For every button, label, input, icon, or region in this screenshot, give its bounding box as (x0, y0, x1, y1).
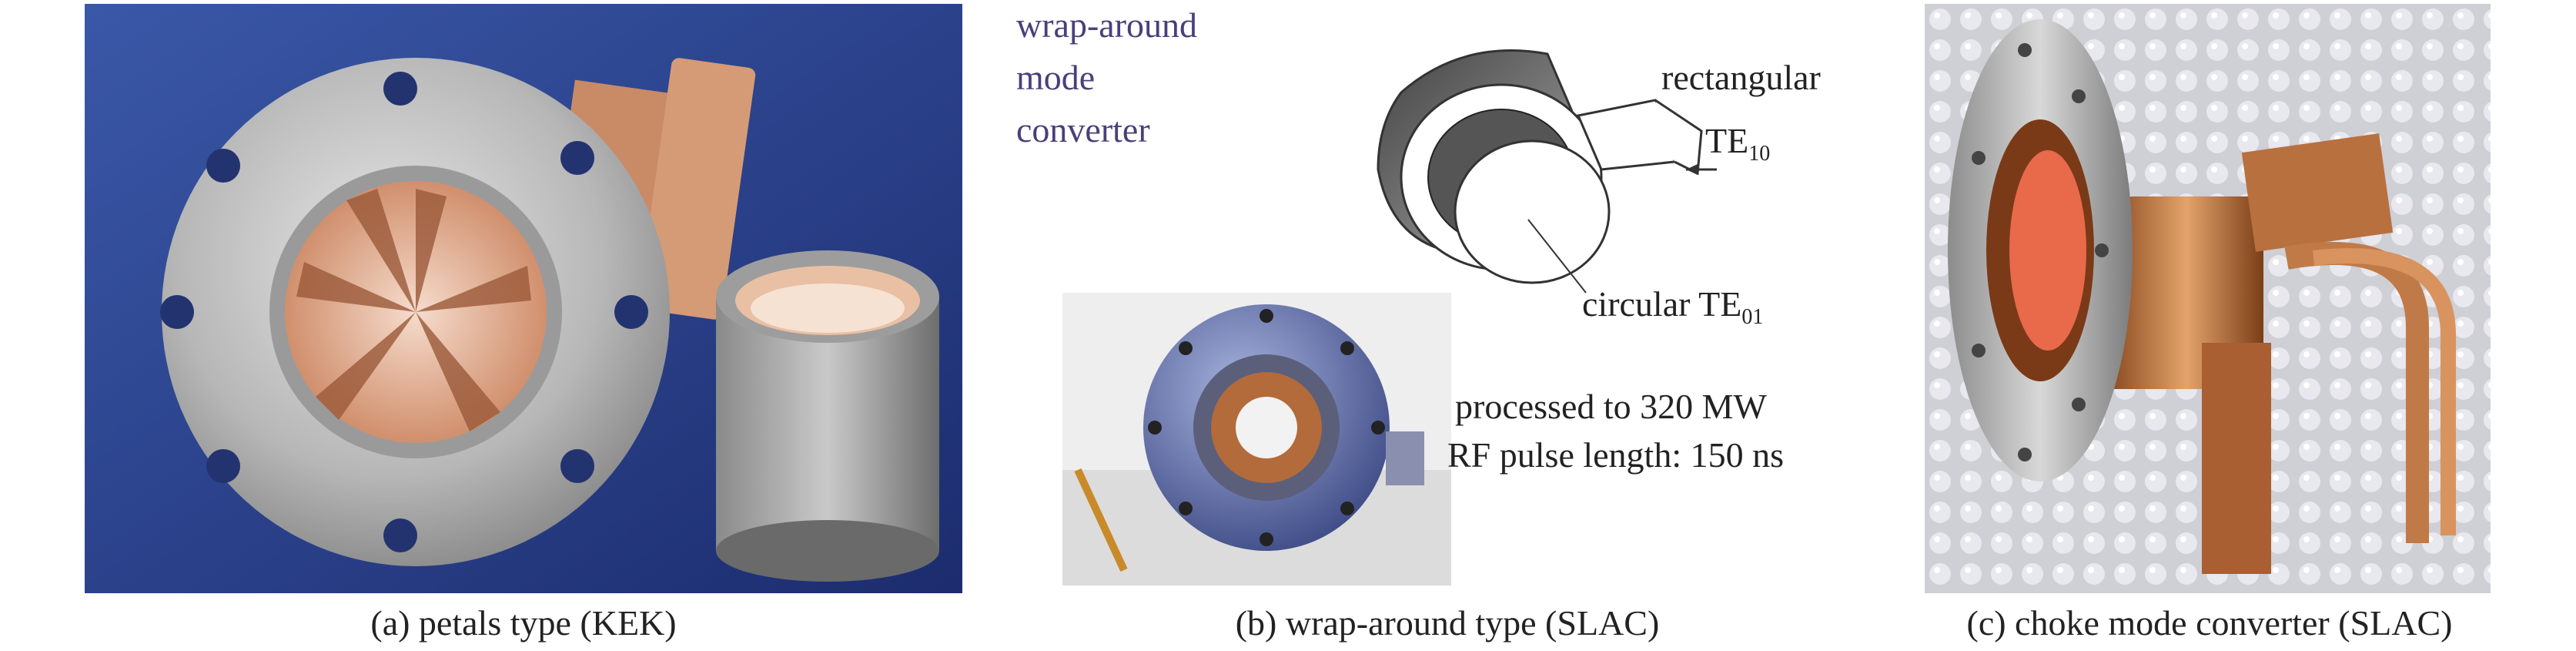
photo-choke-mode-converter (1925, 4, 2491, 593)
diagram-title-line3: converter (1016, 110, 1150, 149)
rectangular-label: rectangular (1661, 58, 1821, 97)
processed-power-note: processed to 320 MW (1455, 387, 1767, 426)
circular-te01-label: circular TE01 (1582, 284, 1764, 329)
wrap-around-diagram: wrap-around mode converter rectangular T… (1009, 0, 1894, 593)
pulse-length-note: RF pulse length: 150 ns (1447, 435, 1785, 475)
caption-wrap-around-type: (b) wrap-around type (SLAC) (1235, 603, 1660, 643)
diagram-title-line2: mode (1016, 58, 1096, 97)
photo-petals-type-kek (85, 4, 962, 593)
mode-converter-sketch (1377, 49, 1717, 294)
diagram-title-line1: wrap-around (1016, 5, 1198, 45)
te10-label: TE10 (1705, 121, 1771, 166)
caption-choke-mode-converter: (c) choke mode converter (SLAC) (1966, 603, 2453, 643)
caption-petals-type: (a) petals type (KEK) (370, 603, 677, 643)
photo-wrap-around-type (1062, 293, 1451, 586)
